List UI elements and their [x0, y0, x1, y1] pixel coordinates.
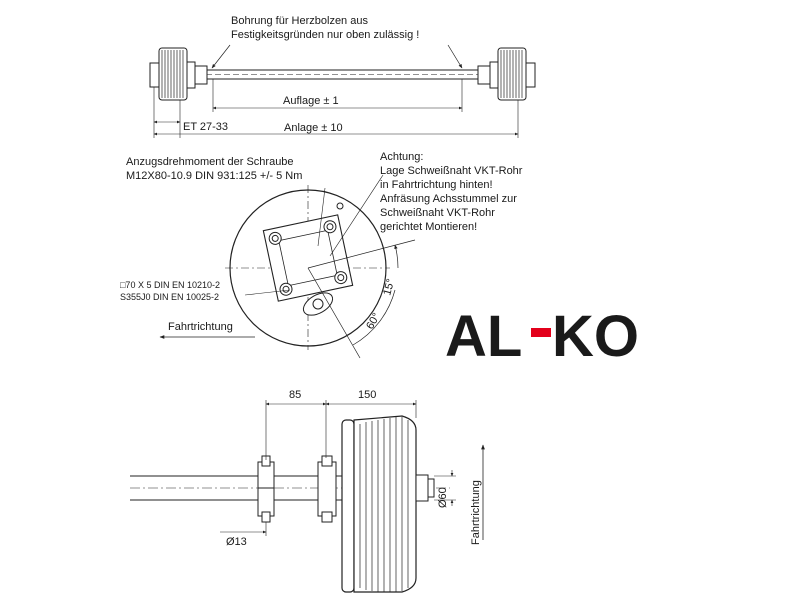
direction-label-side: Fahrtrichtung	[168, 321, 233, 333]
auflage-dimension: Auflage ± 1	[283, 95, 339, 107]
herzbolzen-note-line2: Festigkeitsgründen nur oben zulässig !	[231, 29, 419, 41]
caution-line2: Lage Schweißnaht VKT-Rohr	[380, 165, 523, 177]
anlage-dimension: Anlage ± 10	[284, 122, 343, 134]
front-view	[130, 400, 485, 593]
top-view-axle	[149, 44, 536, 138]
dim-d13: Ø13	[226, 536, 247, 548]
torque-line2: M12X80-10.9 DIN 931:125 +/- 5 Nm	[126, 170, 302, 182]
caution-line5: Schweißnaht VKT-Rohr	[380, 207, 495, 219]
side-view-flange	[159, 174, 416, 359]
left-hub	[149, 47, 208, 101]
dim-85: 85	[289, 389, 301, 401]
logo-dash	[531, 328, 551, 337]
logo-al-text: AL	[445, 304, 522, 369]
dim-150: 150	[358, 389, 376, 401]
herzbolzen-note-line1: Bohrung für Herzbolzen aus	[231, 15, 368, 27]
right-hub	[477, 47, 536, 101]
torque-line1: Anzugsdrehmoment der Schraube	[126, 156, 294, 168]
caution-line3: in Fahrtrichtung hinten!	[380, 179, 493, 191]
profile-line2: S355J0 DIN EN 10025-2	[120, 292, 219, 302]
caution-line1: Achtung:	[380, 151, 423, 163]
caution-line6: gerichtet Montieren!	[380, 221, 477, 233]
et-dimension: ET 27-33	[183, 121, 228, 133]
direction-label-front: Fahrtrichtung	[470, 480, 482, 545]
alko-logo: AL KO	[445, 304, 639, 369]
logo-ko-text: KO	[552, 304, 639, 369]
angle-15-label: 15°	[381, 278, 397, 297]
profile-line1: □70 X 5 DIN EN 10210-2	[120, 280, 220, 290]
dim-d60: Ø60	[437, 487, 449, 508]
caution-line4: Anfräsung Achsstummel zur	[380, 193, 517, 205]
